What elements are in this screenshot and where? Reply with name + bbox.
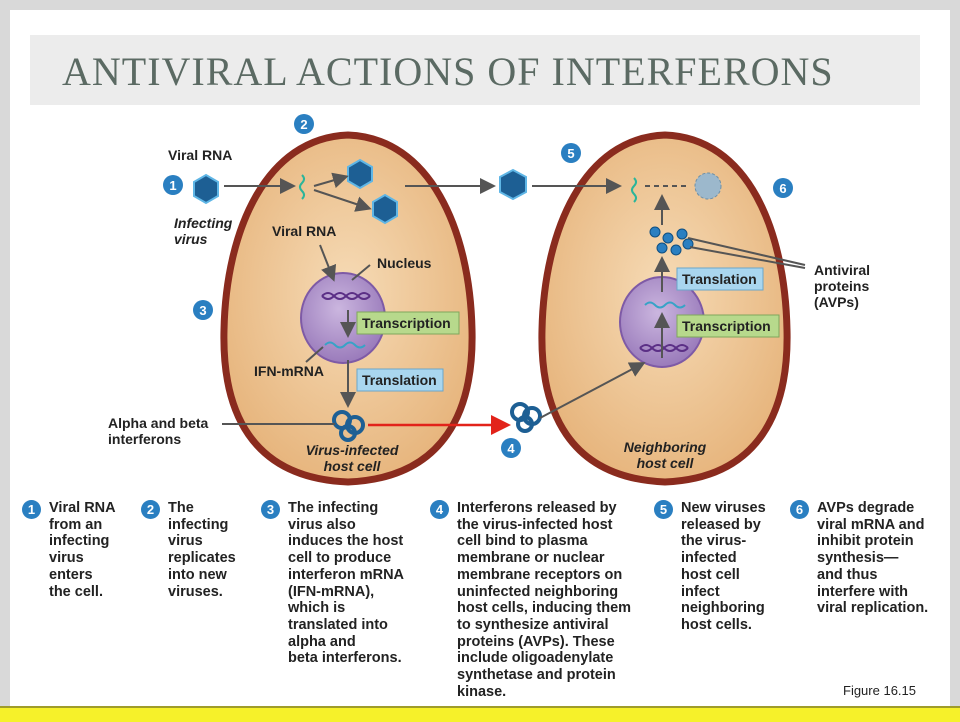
transcription-box-right bbox=[676, 314, 780, 338]
step-number: 5 bbox=[654, 500, 673, 519]
step-marker-5: 5 bbox=[561, 143, 581, 163]
label-line: Alpha and beta bbox=[108, 415, 209, 431]
transcription-box-left bbox=[356, 311, 460, 335]
label-line: Infecting bbox=[174, 215, 233, 231]
label-nucleus: Nucleus bbox=[377, 255, 432, 271]
svg-text:5: 5 bbox=[567, 146, 574, 161]
figure-panel bbox=[18, 108, 940, 708]
label-line: (AVPs) bbox=[814, 294, 859, 310]
label-translation-right: Translation bbox=[682, 271, 757, 287]
step-text: New viruses released by the virus- infec… bbox=[681, 500, 766, 633]
translation-box-right bbox=[676, 267, 764, 291]
ifn-mrna-squiggle bbox=[324, 341, 366, 349]
label-line: interferons bbox=[108, 431, 181, 447]
virus-icon bbox=[193, 173, 219, 205]
step-number: 1 bbox=[22, 500, 41, 519]
step-text: AVPs degrade viral mRNA and inhibit prot… bbox=[817, 500, 929, 617]
svg-text:1: 1 bbox=[169, 178, 176, 193]
viral-rna-squiggle-right bbox=[631, 177, 637, 203]
leader-avp-2 bbox=[689, 246, 806, 269]
label-line: host cell bbox=[324, 458, 382, 474]
virus-icon bbox=[372, 193, 398, 225]
arrow-replicate-2 bbox=[313, 189, 372, 212]
viral-rna-squiggle bbox=[299, 174, 305, 200]
step-marker-2: 2 bbox=[294, 114, 314, 134]
arrow-viral-rna-inner bbox=[319, 244, 337, 282]
step-text: Interferons released by the virus-infect… bbox=[457, 500, 632, 700]
leader-ifn-mrna bbox=[305, 346, 324, 363]
step-marker-6: 6 bbox=[773, 178, 793, 198]
label-line: virus bbox=[174, 231, 208, 247]
label-line: host cell bbox=[637, 455, 695, 471]
step-number: 3 bbox=[261, 500, 280, 519]
svg-text:3: 3 bbox=[199, 303, 206, 318]
figure-label: Figure 16.15 bbox=[843, 683, 916, 698]
label-transcription-right: Transcription bbox=[682, 318, 771, 334]
step-number: 2 bbox=[141, 500, 160, 519]
step-marker-3: 3 bbox=[193, 300, 213, 320]
label-line: proteins bbox=[814, 278, 869, 294]
step-number: 6 bbox=[790, 500, 809, 519]
svg-text:4: 4 bbox=[507, 441, 515, 456]
label-line: Antiviral bbox=[814, 262, 870, 278]
svg-text:6: 6 bbox=[779, 181, 786, 196]
leader-nucleus bbox=[351, 264, 371, 281]
degraded-virus-icon bbox=[694, 172, 722, 200]
virus-icon bbox=[499, 168, 527, 201]
step-text: The infecting virus replicates into new … bbox=[168, 500, 236, 600]
step-number: 4 bbox=[430, 500, 449, 519]
leader-avp-1 bbox=[687, 237, 806, 266]
step-marker-4: 4 bbox=[501, 438, 521, 458]
svg-text:2: 2 bbox=[300, 117, 307, 132]
label-viral-rna-inner: Viral RNA bbox=[272, 223, 336, 239]
mrna-right-squiggle bbox=[644, 301, 686, 309]
label-line: Neighboring bbox=[624, 439, 707, 455]
title-bar bbox=[30, 35, 920, 105]
slide-title: ANTIVIRAL ACTIONS OF INTERFERONS bbox=[62, 49, 834, 94]
interferon-icon bbox=[510, 402, 542, 433]
label-translation-left: Translation bbox=[362, 372, 437, 388]
label-line: Virus-infected bbox=[306, 442, 399, 458]
step-marker-1: 1 bbox=[163, 175, 183, 195]
avp-cluster bbox=[649, 226, 694, 256]
label-viral-rna-top: Viral RNA bbox=[168, 147, 232, 163]
translation-box-left bbox=[356, 368, 444, 392]
step-text: The infecting virus also induces the hos… bbox=[288, 500, 405, 667]
label-ifn-mrna: IFN-mRNA bbox=[254, 363, 324, 379]
virus-icon bbox=[347, 158, 373, 190]
arrow-replicate-1 bbox=[313, 172, 349, 189]
interferon-icon bbox=[332, 410, 365, 442]
label-transcription-left: Transcription bbox=[362, 315, 451, 331]
arrow-receptor bbox=[539, 362, 646, 419]
step-text: Viral RNA from an infecting virus enters… bbox=[49, 500, 116, 600]
footer-bar bbox=[0, 706, 960, 722]
